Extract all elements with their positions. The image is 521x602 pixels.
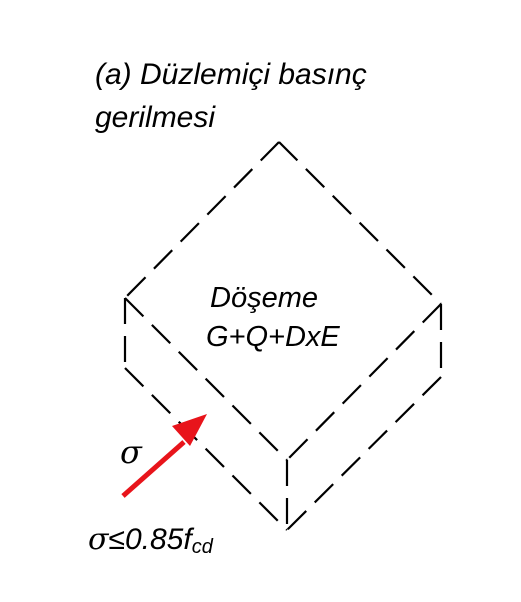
stress-symbol-label: σ xyxy=(120,433,143,471)
bottom-edge-left xyxy=(124,367,288,531)
top-face-edge-lower-left xyxy=(124,297,288,461)
bottom-edge-right xyxy=(286,376,442,531)
stress-condition: σ≤0.85fcd xyxy=(88,522,214,558)
caption-line-2: gerilmesi xyxy=(95,101,216,134)
slab-outline xyxy=(123,141,443,531)
load-combination-label: G+Q+DxE xyxy=(206,321,340,353)
top-face-edge-upper-right xyxy=(278,141,442,305)
top-face-edge-upper-left xyxy=(124,141,280,299)
stress-arrow-icon xyxy=(121,414,207,498)
condition-rest: ≤0.85f xyxy=(108,523,194,556)
condition-subscript: cd xyxy=(192,536,214,558)
caption-line-1: (a) Düzlemiçi basınç xyxy=(95,58,367,91)
slab-name-label: Döşeme xyxy=(210,282,318,314)
condition-sigma: σ xyxy=(88,522,110,557)
